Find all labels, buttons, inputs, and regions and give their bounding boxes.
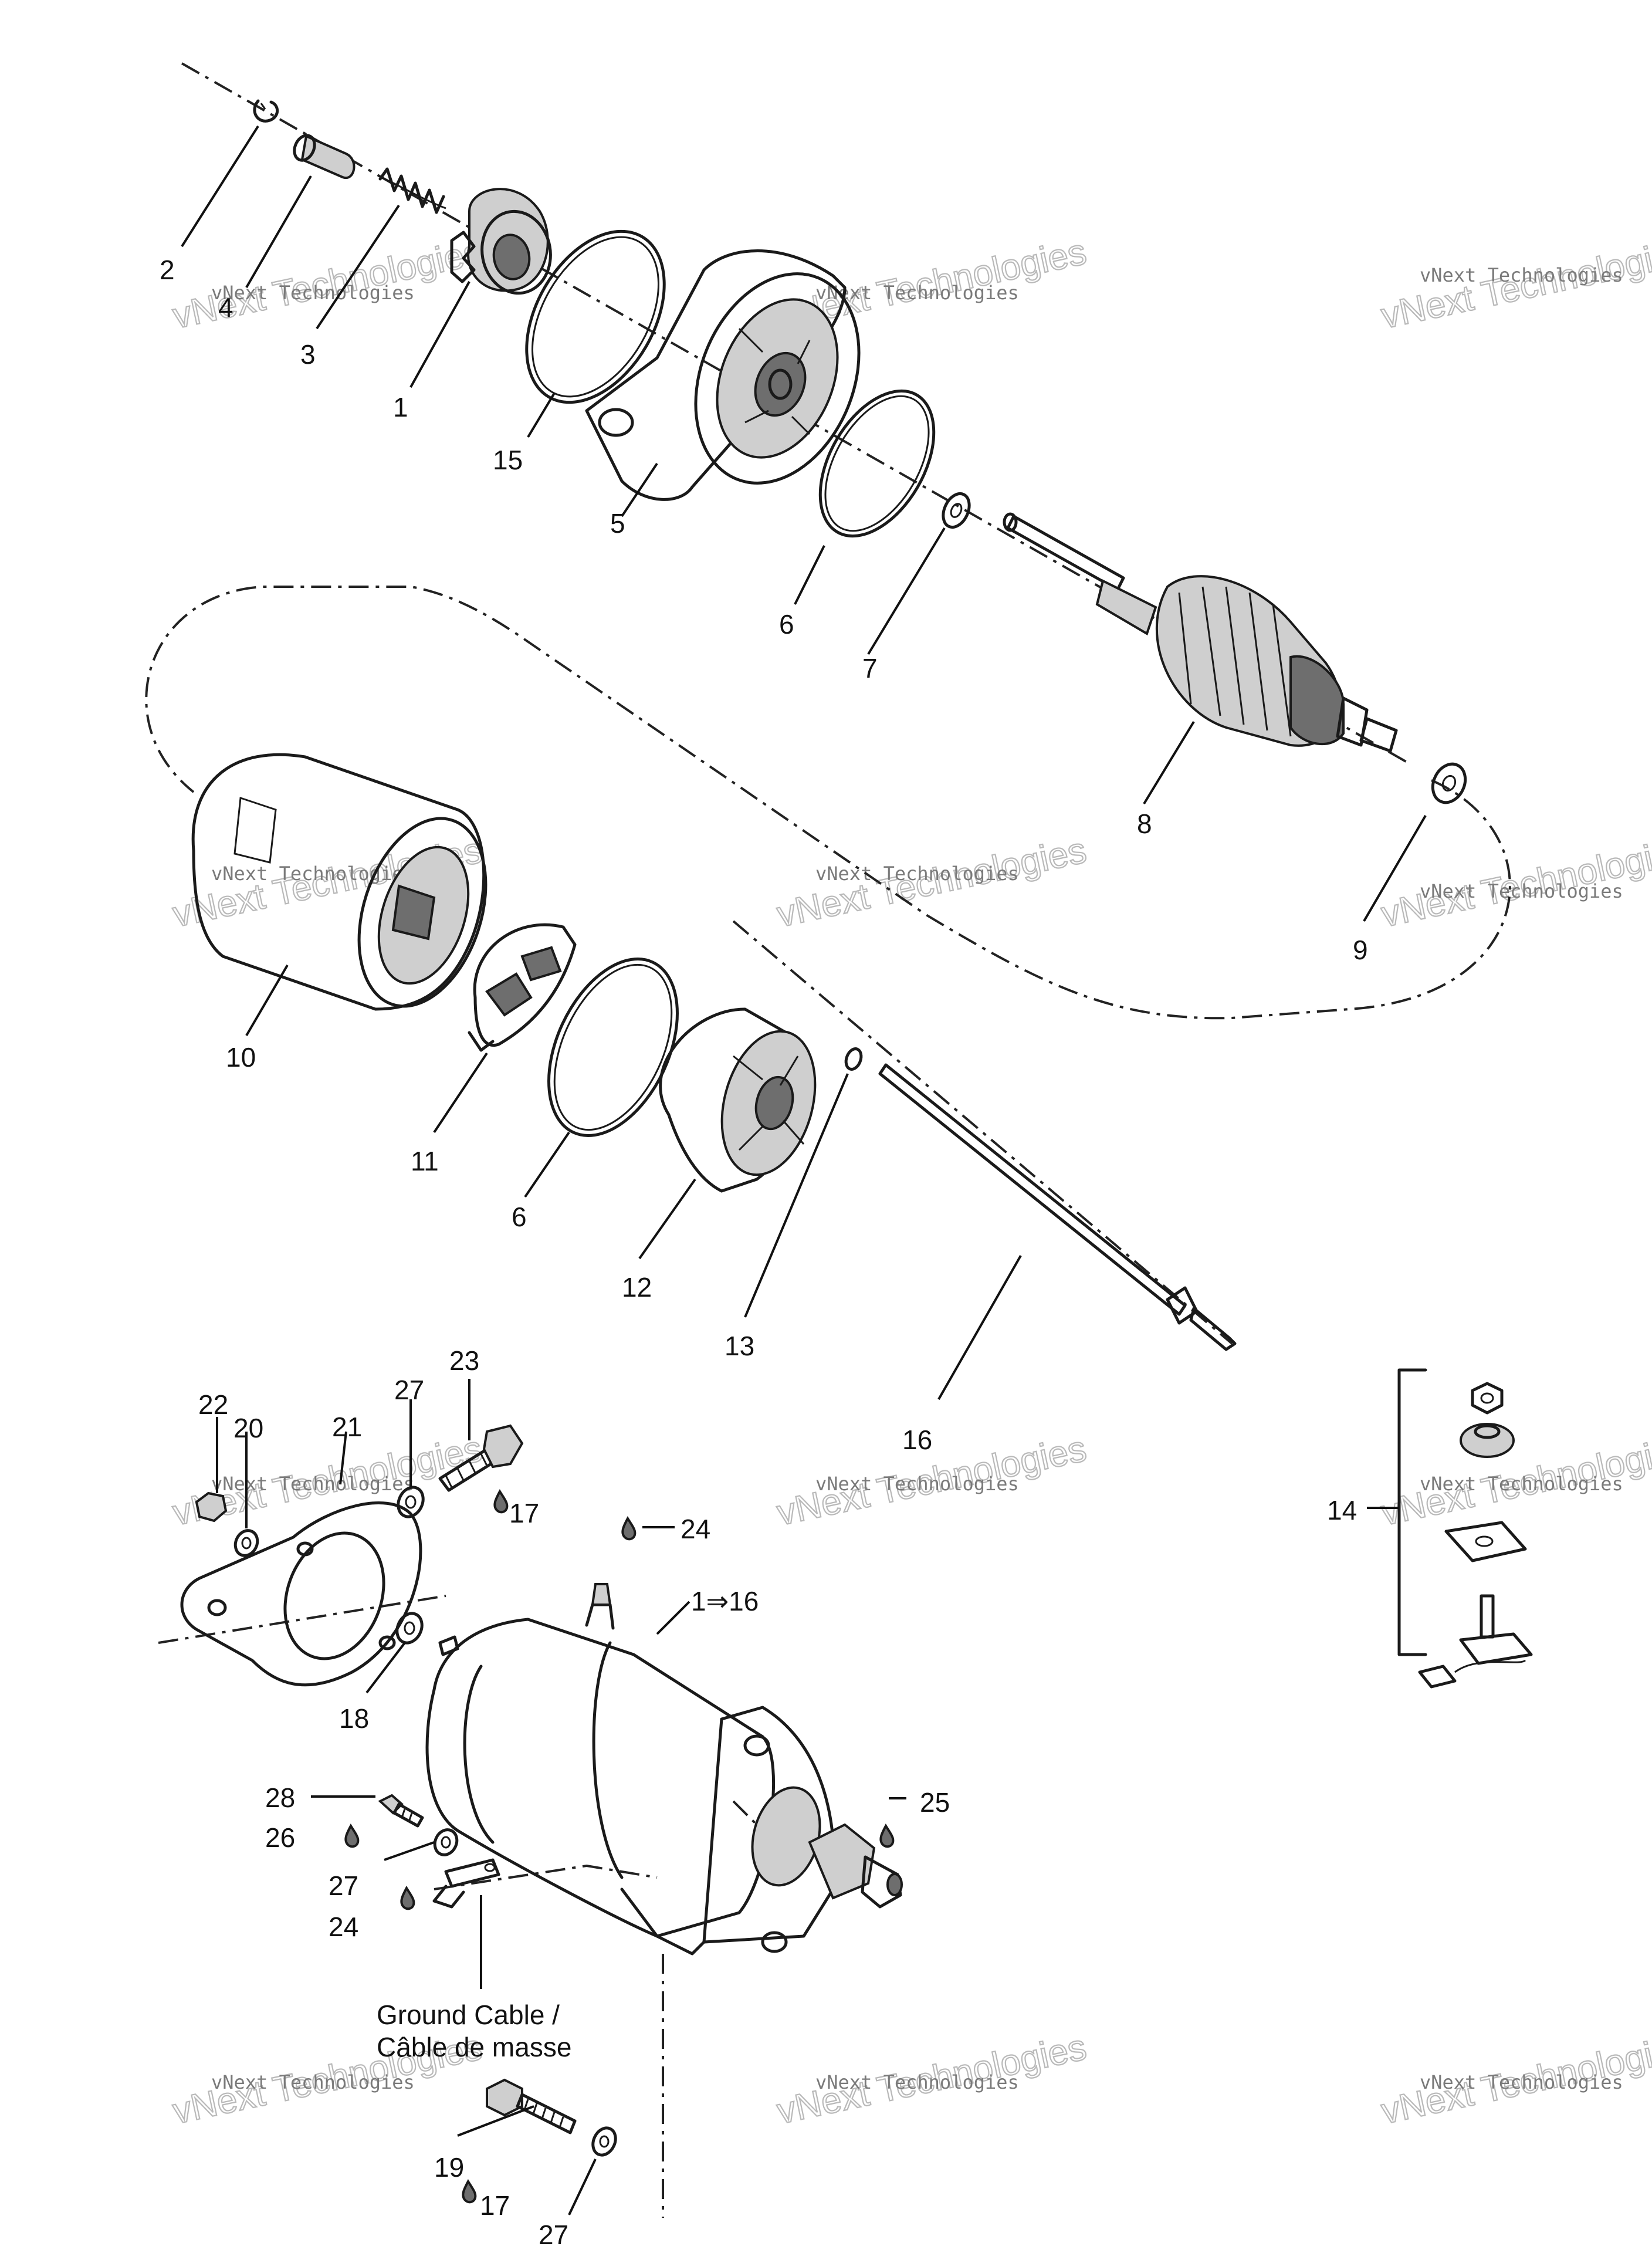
- callout-6-lower: 6: [512, 1202, 527, 1232]
- part-27-washer-middle: [433, 1828, 459, 1856]
- callout-7: 7: [862, 653, 878, 684]
- callout-13: 13: [725, 1331, 754, 1361]
- part-14-terminal-kit: [1367, 1368, 1533, 1689]
- part-5-drive-housing: [585, 249, 861, 501]
- watermark-small: vNext Technologies: [1420, 2071, 1623, 2093]
- part-6-o-ring-upper: [818, 389, 936, 538]
- part-12-end-cover: [659, 1007, 817, 1193]
- watermark-small: vNext Technologies: [815, 282, 1019, 304]
- callout-12: 12: [622, 1272, 652, 1303]
- part-13-o-ring-small: [844, 1047, 863, 1071]
- watermark-small: vNext Technologies: [815, 1473, 1019, 1495]
- callout-26: 26: [265, 1822, 295, 1853]
- callout-1: 1: [393, 392, 408, 422]
- leader-lines: [181, 125, 1427, 2215]
- sealant-drop-icon: [493, 1489, 509, 1514]
- part-16-through-bolt: [878, 1063, 1237, 1351]
- ground-cable-label-french: Câble de masse: [377, 2032, 571, 2062]
- callout-23: 23: [449, 1345, 479, 1376]
- assembly-leader: [656, 1601, 690, 1635]
- callout-21: 21: [332, 1412, 362, 1442]
- callout-22: 22: [198, 1389, 228, 1420]
- part-23-bolt: [438, 1424, 524, 1492]
- callout-14: 14: [1327, 1495, 1357, 1525]
- watermarks: vNext Technologies vNext Technologies vN…: [168, 231, 1652, 2133]
- watermark-9: vNext Technologies vNext Technologies: [1377, 1428, 1652, 1534]
- part-27-washer-lower: [591, 2126, 617, 2157]
- watermark-small: vNext Technologies: [211, 862, 415, 885]
- part-8-armature: [1003, 512, 1398, 753]
- part-28-screw: [378, 1794, 424, 1828]
- starter-motor-assembly: [425, 1583, 903, 1956]
- ground-cable-label-english: Ground Cable /: [377, 2000, 560, 2030]
- callout-1-to-16: 1⇒16: [691, 1586, 759, 1616]
- callout-17-upper: 17: [509, 1498, 539, 1528]
- part-27-washer-upper: [397, 1486, 425, 1518]
- watermark-small: vNext Technologies: [211, 282, 415, 304]
- sealant-drop-icon: [344, 1823, 360, 1848]
- part-18-washer: [395, 1612, 424, 1645]
- watermark-small: vNext Technologies: [1420, 880, 1623, 902]
- callout-15: 15: [493, 445, 523, 475]
- callout-5: 5: [610, 508, 625, 539]
- watermark-small: vNext Technologies: [1420, 1473, 1623, 1495]
- callout-10: 10: [226, 1042, 256, 1073]
- callout-2: 2: [160, 255, 175, 285]
- sealant-drop-icon: [879, 1823, 895, 1848]
- part-3-spring: [378, 167, 446, 214]
- callout-19: 19: [434, 2152, 464, 2183]
- part-15-o-ring: [525, 229, 666, 404]
- part-2-circlip: [253, 99, 279, 123]
- callout-27-bottom: 27: [539, 2220, 568, 2250]
- callout-24-upper: 24: [681, 1514, 710, 1544]
- callout-25: 25: [920, 1787, 950, 1818]
- part-19-bolt: [486, 2078, 577, 2134]
- part-9-washer: [1431, 762, 1467, 804]
- callout-6-upper: 6: [779, 609, 794, 640]
- part-11-brush-holder: [468, 923, 577, 1052]
- callout-18: 18: [339, 1703, 369, 1734]
- part-22-nut: [195, 1491, 228, 1523]
- callout-11: 11: [411, 1146, 439, 1176]
- watermark-small: vNext Technologies: [815, 862, 1019, 885]
- part-1-drive-pinion: [450, 188, 552, 295]
- sealant-drop-icon: [462, 2178, 477, 2204]
- callout-27-middle: 27: [329, 1870, 358, 1901]
- ground-cable-label: Ground Cable / Câble de masse: [377, 2000, 571, 2062]
- watermark-small: vNext Technologies: [815, 2071, 1019, 2093]
- sealant-drop-icon: [400, 1885, 415, 1910]
- watermark-12: vNext Technologies vNext Technologies: [1377, 2027, 1652, 2133]
- watermark-3: vNext Technologies vNext Technologies: [1377, 231, 1652, 337]
- callout-8: 8: [1137, 808, 1152, 839]
- callout-4: 4: [218, 292, 233, 323]
- callout-labels: 2 4 3 1 15 5 6 7 8 9 10 11 6 12 13 16 14…: [160, 255, 1368, 2250]
- callout-3: 3: [300, 339, 316, 370]
- part-7-washer: [942, 492, 971, 529]
- callout-17-lower: 17: [480, 2190, 510, 2221]
- lower-assembly-axis: [732, 920, 1233, 1345]
- callout-27-top: 27: [394, 1375, 424, 1405]
- watermark-small: vNext Technologies: [211, 2071, 415, 2093]
- watermark-small: vNext Technologies: [211, 1473, 415, 1495]
- part-4-bushing: [293, 134, 356, 180]
- callout-9: 9: [1353, 935, 1368, 965]
- callout-20: 20: [233, 1413, 263, 1443]
- callout-24-lower: 24: [329, 1912, 358, 1942]
- sealant-drop-icon: [621, 1515, 637, 1541]
- loop-connector-line: [145, 586, 1511, 1020]
- watermark-small: vNext Technologies: [1420, 264, 1623, 286]
- part-21-support-plate: [180, 1501, 422, 1687]
- watermark-11: vNext Technologies vNext Technologies: [773, 2027, 1090, 2133]
- callout-16: 16: [902, 1425, 932, 1455]
- watermark-6: vNext Technologies vNext Technologies: [1377, 830, 1652, 936]
- callout-28: 28: [265, 1782, 295, 1813]
- watermark-1: vNext Technologies vNext Technologies: [168, 231, 486, 337]
- part-10-yoke: [191, 753, 488, 1011]
- ground-axis-line: [434, 1864, 658, 1890]
- part-20-washer: [233, 1529, 259, 1557]
- ground-cable-lug: [432, 1858, 500, 1989]
- flange-bolt-axis: [732, 1800, 787, 1855]
